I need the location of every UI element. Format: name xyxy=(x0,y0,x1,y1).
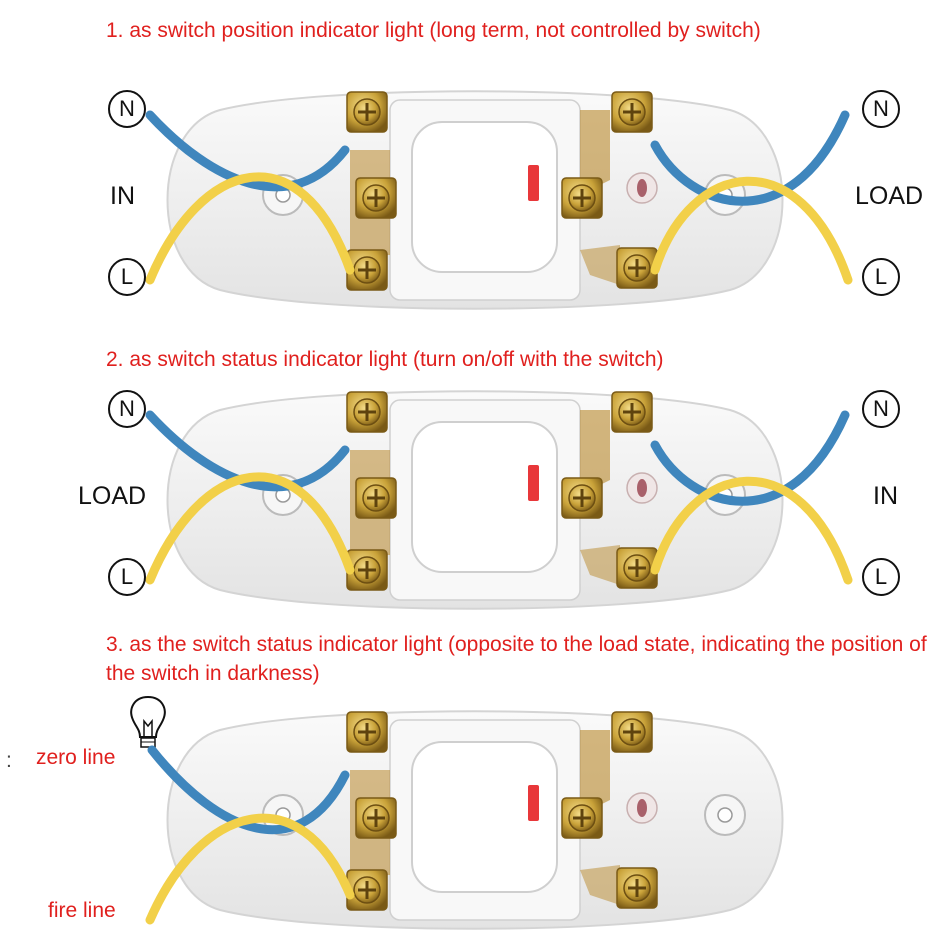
in-label: IN xyxy=(873,482,898,510)
load-label: LOAD xyxy=(855,182,924,210)
live-wire-out xyxy=(650,176,853,285)
live-wire-load xyxy=(145,472,355,585)
live-symbol-left: L xyxy=(108,558,146,596)
neutral-symbol-right: N xyxy=(862,90,900,128)
zero-line-label: zero line xyxy=(36,746,116,769)
diagram-1: N L N L IN LOAD xyxy=(0,70,950,400)
load-label: LOAD xyxy=(78,482,147,510)
neutral-wire-bulb xyxy=(147,745,350,835)
live-symbol-right: L xyxy=(862,258,900,296)
bulb-icon xyxy=(130,695,166,748)
caption-1: 1. as switch position indicator light (l… xyxy=(106,19,761,42)
live-wire-fire xyxy=(145,813,355,925)
live-symbol-left: L xyxy=(108,258,146,296)
caption-2: 2. as switch status indicator light (tur… xyxy=(106,348,664,371)
switch-illustration-2 xyxy=(145,370,853,630)
diagram-2: N L N L LOAD IN xyxy=(0,370,950,700)
switch-illustration-3 xyxy=(130,695,950,950)
live-wire-supply xyxy=(650,476,853,585)
diagram-3: : zero line fire line xyxy=(0,695,950,950)
neutral-symbol-right: N xyxy=(862,390,900,428)
neutral-symbol-left: N xyxy=(108,390,146,428)
neutral-wire-load xyxy=(145,410,350,492)
live-wire-in xyxy=(145,172,355,285)
neutral-symbol-left: N xyxy=(108,90,146,128)
stray-mark: : xyxy=(6,749,12,772)
live-symbol-right: L xyxy=(862,558,900,596)
fire-line-label: fire line xyxy=(48,899,116,922)
neutral-wire-in xyxy=(145,110,350,192)
neutral-wire-out xyxy=(650,110,850,206)
neutral-wire-supply xyxy=(650,410,850,506)
switch-illustration-1 xyxy=(145,70,853,330)
caption-3: 3. as the switch status indicator light … xyxy=(106,633,927,685)
in-label: IN xyxy=(110,182,135,210)
